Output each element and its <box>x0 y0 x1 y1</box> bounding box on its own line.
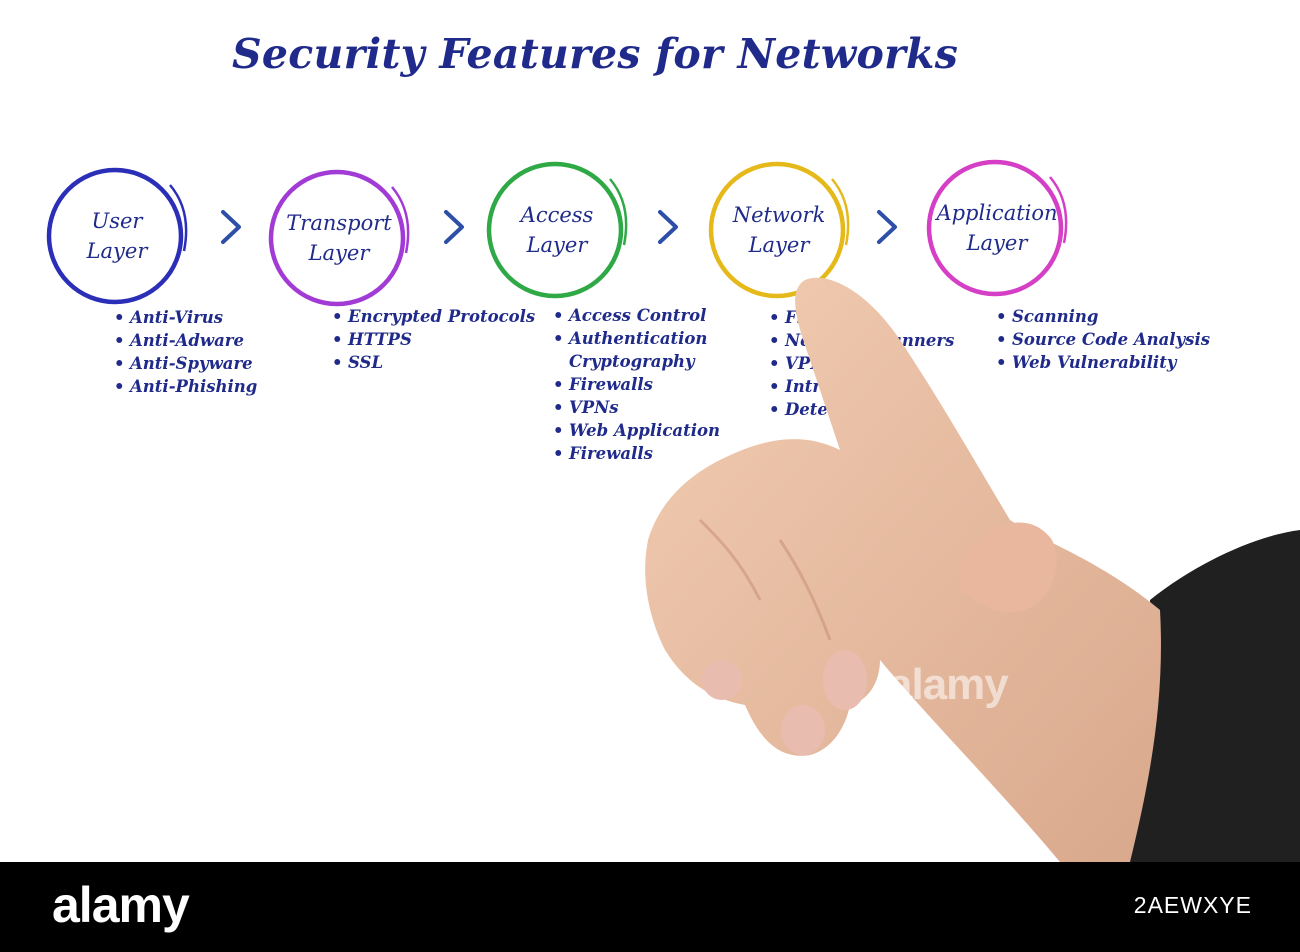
pointing-hand-image <box>645 277 1300 862</box>
layer-circle <box>926 159 1068 297</box>
list-item: SSL <box>332 351 535 374</box>
feature-list-application: Scanning Source Code Analysis Web Vulner… <box>996 305 1210 374</box>
list-item: Firewalls <box>553 442 720 465</box>
list-item: HTTPS <box>332 328 535 351</box>
layer-label-line2: Layer <box>966 231 1028 255</box>
layer-circle <box>46 167 188 305</box>
list-item: Web Application <box>553 419 720 442</box>
chevron-right-icon <box>658 210 678 244</box>
layer-label-line1: Network <box>732 203 826 227</box>
list-item: Access Control <box>553 304 720 327</box>
layer-label-line2: Layer <box>748 233 810 257</box>
feature-list-transport: Encrypted Protocols HTTPS SSL <box>332 305 535 374</box>
layer-label-line1: Transport <box>286 211 392 235</box>
list-item: Anti-Phishing <box>114 375 257 398</box>
footer-bar: alamy 2AEWXYE <box>0 862 1300 952</box>
layer-label-line2: Layer <box>308 241 370 265</box>
watermark-logo: alamy <box>888 660 1009 709</box>
list-item: Encrypted Protocols <box>332 305 535 328</box>
list-item: Anti-Adware <box>114 329 257 352</box>
layer-circle <box>486 161 628 299</box>
chevron-right-icon <box>221 210 241 244</box>
list-item: Anti-Virus <box>114 306 257 329</box>
layer-label-line1: Access <box>520 203 594 227</box>
brand-logo: alamy <box>52 877 190 933</box>
feature-list-user: Anti-Virus Anti-Adware Anti-Spyware Anti… <box>114 306 257 398</box>
layer-label-line2: Layer <box>526 233 588 257</box>
layer-circle <box>708 161 850 299</box>
list-item: VPNs <box>553 396 720 419</box>
chevron-right-icon <box>444 210 464 244</box>
list-item: Authentication <box>553 327 720 350</box>
layer-label-line1: Application <box>936 201 1058 225</box>
list-item: Anti-Spyware <box>114 352 257 375</box>
layer-circle <box>268 169 410 307</box>
list-item: Scanning <box>996 305 1210 328</box>
chevron-right-icon <box>877 210 897 244</box>
list-item: Cryptography <box>569 352 695 371</box>
list-item: Web Vulnerability <box>996 351 1210 374</box>
feature-list-access: Access Control Authentication Cryptograp… <box>553 304 720 465</box>
layer-label-line1: User <box>91 209 143 233</box>
list-item: Firewalls <box>553 373 720 396</box>
diagram-title: Security Features for Networks <box>232 30 959 78</box>
list-item: Source Code Analysis <box>996 328 1210 351</box>
layer-label-line2: Layer <box>86 239 148 263</box>
image-id: 2AEWXYE <box>1133 892 1252 918</box>
